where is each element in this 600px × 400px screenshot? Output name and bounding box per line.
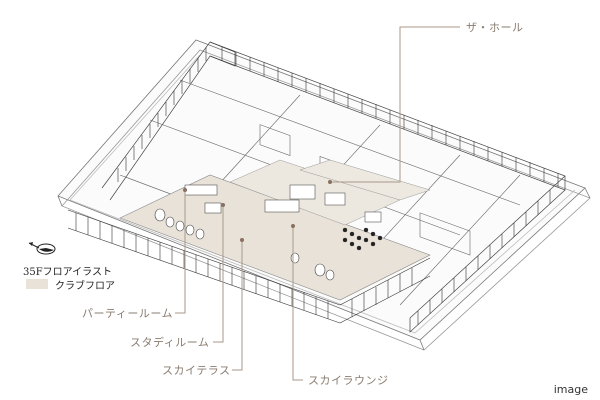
leader-study-room	[213, 205, 224, 343]
leader-the-hall	[330, 26, 460, 183]
label-the-hall: ザ・ホール	[466, 21, 524, 34]
perimeter-walls	[101, 41, 566, 333]
terrace-fence	[67, 209, 431, 324]
legend-label-club-floor: クラブフロア	[55, 281, 115, 292]
label-party-room: パーティールーム	[82, 307, 174, 320]
facade-mullions	[117, 47, 559, 325]
lounge-furniture	[184, 184, 383, 251]
image-caption: image	[553, 383, 588, 396]
legend-swatch-club-floor	[26, 279, 48, 289]
leader-dots	[183, 180, 332, 242]
floor-title: 35Fフロアイラスト	[23, 267, 112, 278]
leader-sky-terrace	[232, 240, 243, 371]
label-study-room: スタディルーム	[130, 336, 210, 349]
terrace-trees	[154, 208, 335, 281]
leader-lines	[175, 26, 460, 381]
leader-sky-lounge	[292, 226, 303, 381]
label-sky-lounge: スカイラウンジ	[308, 374, 389, 387]
compass-icon	[28, 242, 56, 255]
leader-party-room	[175, 190, 186, 314]
label-sky-terrace: スカイテラス	[162, 364, 231, 377]
